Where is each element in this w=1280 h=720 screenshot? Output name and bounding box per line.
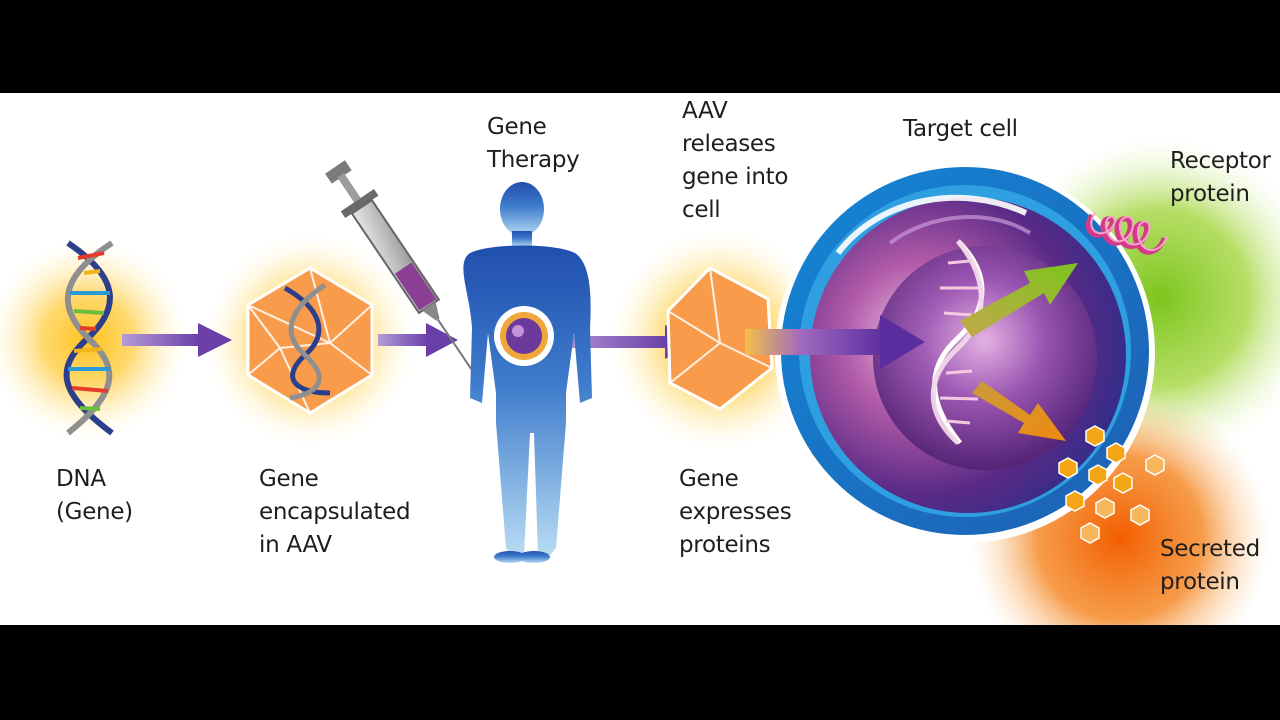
label-receptor-protein: Receptor protein [1170, 148, 1271, 207]
body-cell-icon [494, 306, 554, 366]
secreted-protein-particles [1058, 425, 1165, 544]
nucleus-dna [930, 239, 985, 445]
dna-helix [63, 240, 114, 436]
aav-capsid-with-gene [246, 266, 374, 415]
label-secreted-protein: Secreted protein [1160, 536, 1260, 595]
arrow-capsid-to-body [378, 323, 458, 357]
syringe [325, 160, 473, 370]
label-aav-releases: AAV releases gene into cell [682, 98, 789, 223]
receptor-protein-coil [1085, 212, 1168, 255]
diagram-canvas: DNA (Gene) Gene encapsulated in AAV Gene… [0, 93, 1280, 625]
label-gene-encapsulated: Gene encapsulated in AAV [259, 466, 411, 558]
arrow-dna-to-capsid [122, 323, 232, 357]
aav-capsid-releasing [666, 266, 774, 411]
label-gene-therapy: Gene Therapy [487, 114, 580, 173]
gene-therapy-illustration [0, 138, 1280, 625]
label-gene-expresses: Gene expresses proteins [679, 466, 792, 558]
arrow-into-cell [745, 315, 925, 369]
arrow-to-receptor [960, 263, 1078, 337]
human-figure [463, 182, 592, 563]
arrow-to-secreted [972, 381, 1066, 441]
label-dna-gene: DNA (Gene) [56, 466, 133, 525]
label-target-cell: Target cell [903, 116, 1018, 142]
